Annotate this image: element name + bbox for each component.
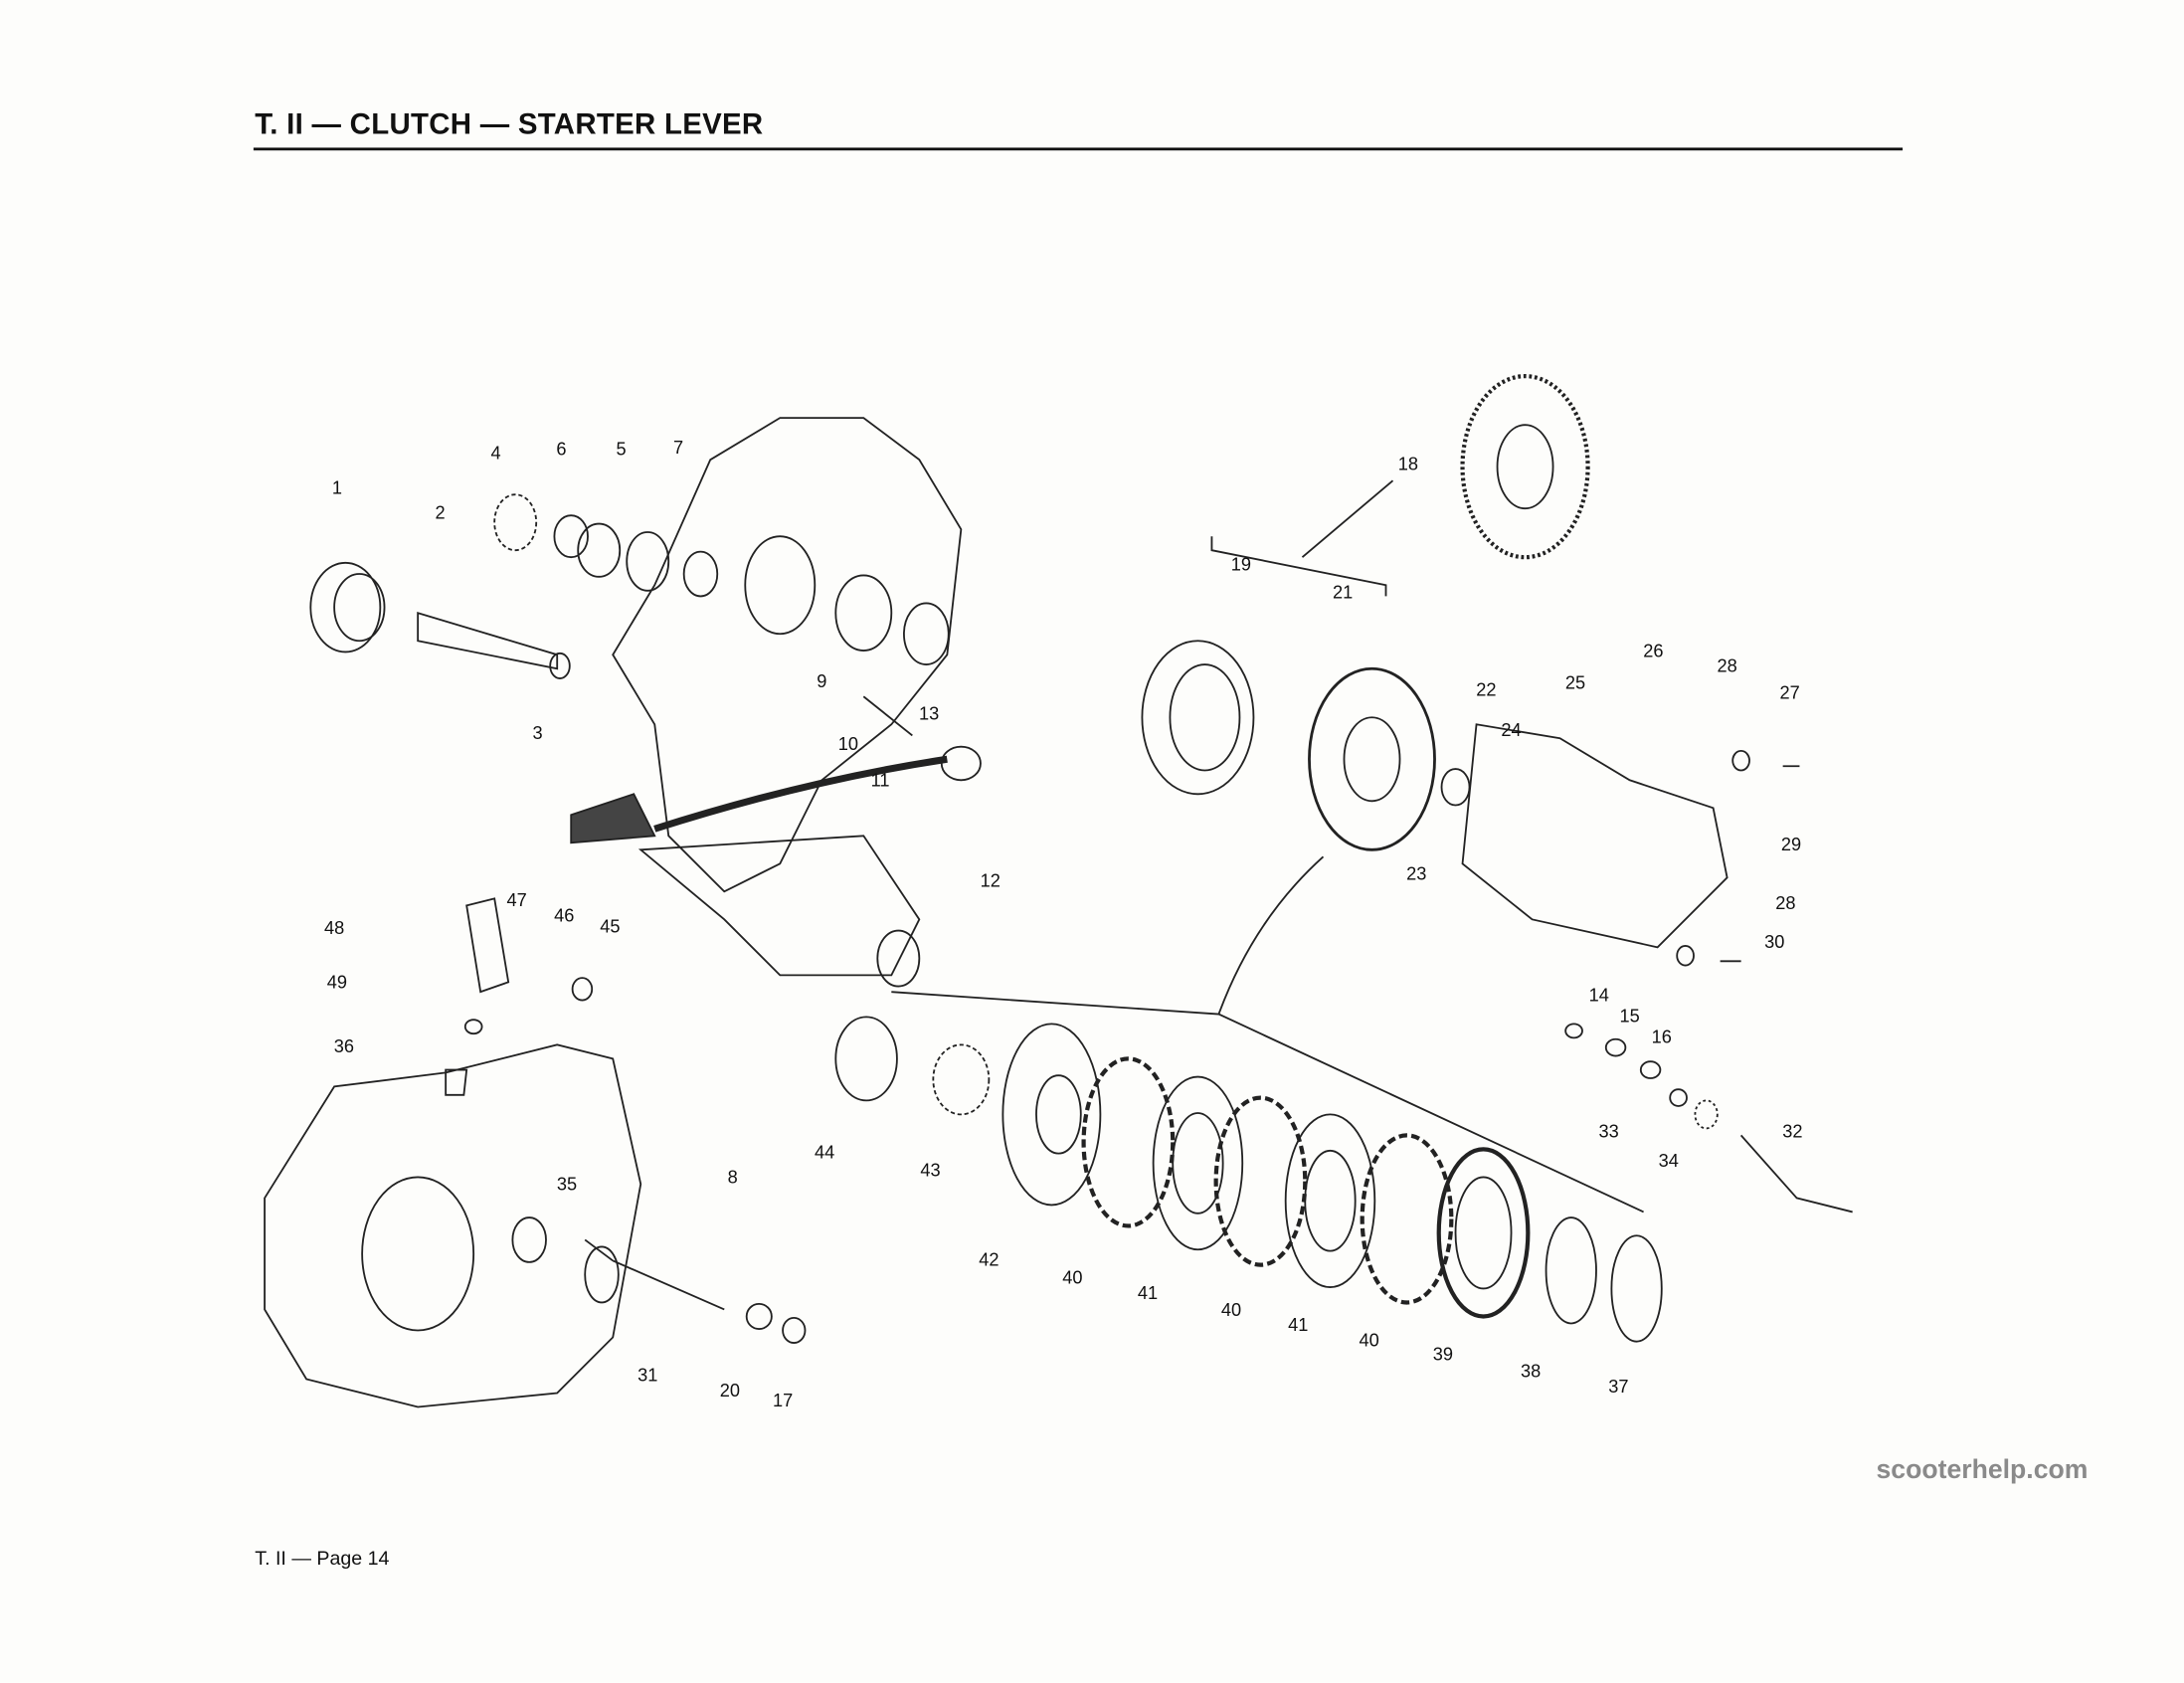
part-label-8: 8	[727, 1166, 738, 1188]
part-label-15: 15	[1619, 1005, 1640, 1027]
part-label-40: 40	[1220, 1298, 1242, 1320]
part-label-24: 24	[1501, 719, 1522, 741]
part-label-42: 42	[979, 1248, 1000, 1270]
part-label-44: 44	[814, 1141, 835, 1163]
part-label-45: 45	[600, 915, 621, 937]
crankcase-upper	[612, 417, 963, 988]
part-label-49: 49	[326, 971, 348, 993]
clutch-plates	[834, 855, 1663, 1343]
part-label-1: 1	[331, 476, 342, 498]
part-label-46: 46	[554, 904, 575, 926]
part-label-19: 19	[1230, 553, 1251, 575]
watermark-logo: scooterhelp.com	[1876, 1455, 2089, 1485]
part-label-34: 34	[1658, 1150, 1679, 1172]
part-label-11: 11	[870, 769, 890, 791]
part-label-3: 3	[532, 722, 543, 744]
part-label-21: 21	[1332, 581, 1354, 603]
part-label-22: 22	[1476, 678, 1497, 700]
part-label-29: 29	[1780, 834, 1802, 855]
part-label-5: 5	[616, 438, 627, 460]
clutch-gear-assembly	[1141, 374, 1729, 949]
part-label-33: 33	[1598, 1120, 1619, 1142]
part-label-48: 48	[323, 917, 345, 939]
part-label-41: 41	[1288, 1314, 1309, 1336]
part-label-47: 47	[506, 889, 527, 911]
part-label-16: 16	[1651, 1026, 1672, 1047]
part-label-20: 20	[719, 1380, 740, 1402]
part-label-31: 31	[637, 1364, 658, 1386]
part-label-36: 36	[333, 1035, 355, 1057]
part-label-25: 25	[1564, 671, 1586, 693]
part-label-9: 9	[817, 670, 827, 692]
part-label-13: 13	[919, 702, 940, 724]
page-footer: T. II — Page 14	[255, 1546, 390, 1569]
title-rule	[253, 147, 1904, 151]
part-label-10: 10	[837, 733, 859, 755]
part-label-30: 30	[1764, 931, 1785, 953]
part-label-12: 12	[980, 869, 1001, 891]
part-label-4: 4	[490, 442, 501, 464]
part-label-37: 37	[1608, 1375, 1629, 1398]
kickstart-lever	[570, 695, 982, 844]
part-label-18: 18	[1397, 453, 1419, 474]
part-label-23: 23	[1406, 862, 1427, 884]
starter-spring-gear	[309, 493, 950, 679]
small-parts	[445, 749, 1853, 1344]
part-label-40: 40	[1062, 1266, 1083, 1288]
part-label-6: 6	[556, 438, 567, 460]
part-label-26: 26	[1643, 640, 1664, 661]
part-label-17: 17	[772, 1389, 794, 1411]
part-label-35: 35	[556, 1173, 578, 1195]
part-label-32: 32	[1782, 1120, 1803, 1142]
crankcase-lower	[264, 1043, 642, 1408]
part-label-39: 39	[1432, 1343, 1454, 1365]
part-label-43: 43	[920, 1159, 941, 1181]
part-label-28: 28	[1717, 654, 1737, 676]
part-label-27: 27	[1779, 681, 1800, 703]
part-label-14: 14	[1588, 984, 1609, 1006]
part-label-41: 41	[1137, 1282, 1159, 1304]
part-label-38: 38	[1521, 1360, 1542, 1382]
part-label-28: 28	[1775, 892, 1796, 914]
part-label-40: 40	[1359, 1329, 1379, 1351]
part-label-7: 7	[672, 437, 684, 459]
part-label-2: 2	[435, 501, 446, 523]
page-title: T. II — CLUTCH — STARTER LEVER	[255, 108, 764, 141]
